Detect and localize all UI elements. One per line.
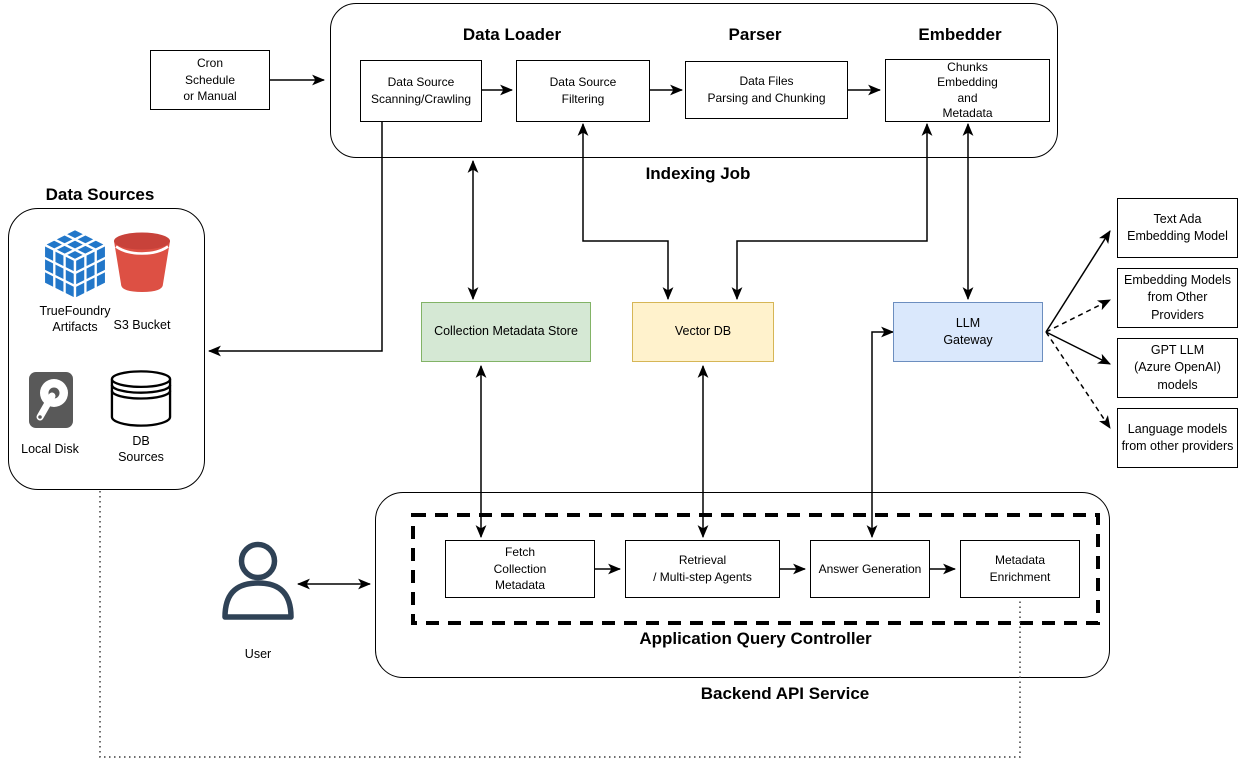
truefoundry-cube-icon xyxy=(40,227,110,306)
embedder-header: Embedder xyxy=(918,25,1002,44)
local-disk-caption: Local Disk xyxy=(21,442,79,456)
metadata-enrichment-box: Metadata Enrichment xyxy=(960,540,1080,598)
llm-gateway-box: LLM Gateway xyxy=(893,302,1043,362)
indexing-job-label: Indexing Job xyxy=(645,164,751,183)
arrow-gateway-to-gpt-llm xyxy=(1045,331,1111,365)
embedding-models-box: Embedding Models from Other Providers xyxy=(1117,268,1238,328)
data-files-parsing-box: Data Files Parsing and Chunking xyxy=(685,61,848,119)
user-icon xyxy=(220,540,296,627)
fetch-collection-metadata-box: Fetch Collection Metadata xyxy=(445,540,595,598)
local-disk-icon xyxy=(29,372,73,433)
data-sources-title: Data Sources xyxy=(45,185,155,204)
language-models-box: Language models from other providers xyxy=(1117,408,1238,468)
data-loader-header: Data Loader xyxy=(462,25,562,44)
s3-bucket-caption: S3 Bucket xyxy=(113,318,171,332)
parser-header: Parser xyxy=(728,25,782,44)
cron-schedule-box: Cron Schedule or Manual xyxy=(150,50,270,110)
collection-metadata-store-box: Collection Metadata Store xyxy=(421,302,591,362)
truefoundry-artifacts-caption: TrueFoundry Artifacts xyxy=(39,304,111,335)
vector-db-box: Vector DB xyxy=(632,302,774,362)
gpt-llm-models-box: GPT LLM (Azure OpenAI) models xyxy=(1117,338,1238,398)
text-ada-model-box: Text Ada Embedding Model xyxy=(1117,198,1238,258)
user-caption: User xyxy=(244,647,272,661)
arrow-gateway-to-language-models xyxy=(1045,331,1111,429)
answer-generation-box: Answer Generation xyxy=(810,540,930,598)
retrieval-agents-box: Retrieval / Multi-step Agents xyxy=(625,540,780,598)
arrow-gateway-to-text-ada xyxy=(1045,230,1111,333)
data-source-scanning-box: Data Source Scanning/Crawling xyxy=(360,60,482,122)
database-icon xyxy=(110,369,172,433)
arrow-gateway-to-embedding-models xyxy=(1045,299,1111,333)
db-sources-caption: DB Sources xyxy=(118,434,164,465)
s3-bucket-icon xyxy=(112,231,172,300)
application-query-controller-label: Application Query Controller xyxy=(639,629,872,648)
backend-api-service-label: Backend API Service xyxy=(700,684,870,703)
chunks-embedding-box: Chunks Embedding and Metadata xyxy=(885,59,1050,122)
data-source-filtering-box: Data Source Filtering xyxy=(516,60,650,122)
